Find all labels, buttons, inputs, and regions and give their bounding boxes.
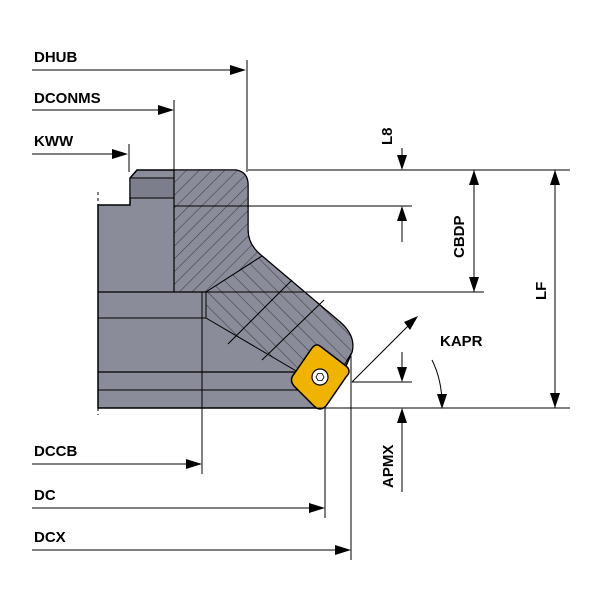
pocket-line-2 [261, 299, 325, 361]
pocket-line-1 [227, 279, 293, 345]
hub-section [173, 169, 263, 293]
keyway [129, 177, 175, 199]
label-dccb: DCCB [34, 443, 77, 460]
label-dhub: DHUB [34, 49, 77, 66]
label-cbdp: CBDP [451, 215, 468, 258]
insert [290, 344, 350, 410]
cutter-body [97, 169, 354, 415]
label-lf: LF [533, 282, 550, 300]
label-dc: DC [34, 487, 56, 504]
label-kww: KWW [34, 133, 74, 150]
dimension-lines [32, 60, 570, 560]
insert-screw [311, 368, 329, 386]
screw-hex [315, 373, 325, 381]
label-l8: L8 [379, 127, 396, 145]
label-kapr: KAPR [440, 333, 483, 350]
labels: DHUB DCONMS KWW L8 CBDP LF KAPR APMX DCC… [34, 49, 550, 546]
label-apmx: APMX [380, 445, 397, 488]
label-dconms: DCONMS [34, 90, 101, 107]
label-dcx: DCX [34, 529, 66, 546]
